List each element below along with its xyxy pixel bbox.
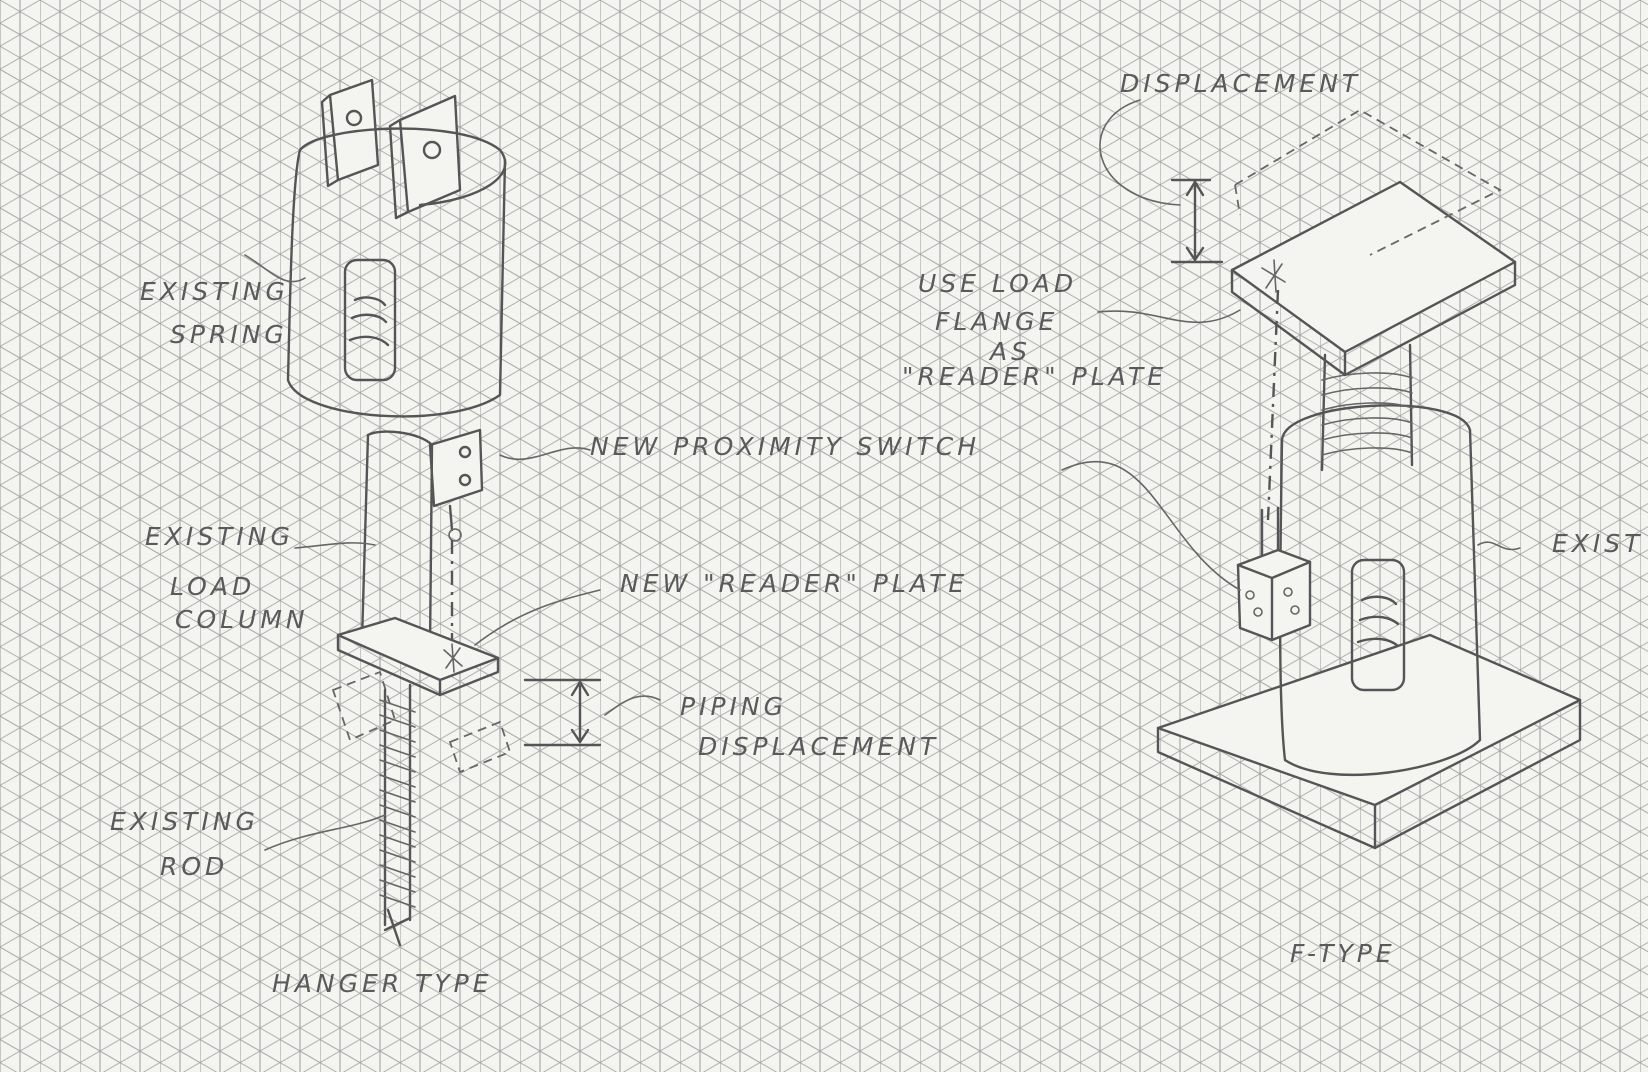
ftype-assembly [1061, 99, 1582, 850]
ftype-proximity-switch [1236, 289, 1312, 642]
leader-piping-displacement [604, 695, 661, 716]
label-existing-load-column-3: COLUMN [175, 605, 309, 634]
label-existing-spring-2: SPRING [170, 320, 288, 349]
label-existing-load-column-1: EXISTING [145, 522, 294, 551]
ftype-base-plate [1156, 633, 1582, 850]
leader-load-column [294, 542, 376, 549]
ftype-title: F-TYPE [1290, 939, 1396, 968]
ftype-threaded-column [1320, 343, 1414, 472]
ftype-displacement-dimension [1170, 178, 1224, 264]
hanger-labels: EXISTING SPRING NEW PROXIMITY SWITCH EXI… [110, 277, 980, 998]
label-new-reader-plate: NEW "READER" PLATE [620, 569, 968, 598]
spring-can [286, 127, 507, 418]
label-displacement: DISPLACEMENT [1120, 69, 1361, 98]
label-use-load-flange-3: AS [988, 337, 1031, 366]
label-existing-spring-1: EXISTING [140, 277, 289, 306]
leader-ftype-proximity-switch [1061, 461, 1241, 591]
label-existing-rod-2: ROD [160, 852, 228, 881]
leader-existing-ftype [1477, 541, 1521, 551]
hanger-assembly [244, 78, 661, 947]
label-use-load-flange-4: "READER" PLATE [902, 362, 1167, 391]
label-new-proximity-switch: NEW PROXIMITY SWITCH [590, 432, 980, 461]
label-existing-rod-1: EXISTING [110, 807, 259, 836]
leader-reader-plate [474, 589, 601, 646]
label-existing-ftype: EXIST [1552, 529, 1643, 558]
load-column [360, 430, 454, 650]
ftype-load-flange [1230, 108, 1517, 377]
label-piping-displacement-2: DISPLACEMENT [698, 732, 939, 761]
ftype-spring-window [1350, 558, 1406, 692]
ftype-labels: DISPLACEMENT USE LOAD FLANGE AS "READER"… [902, 69, 1643, 968]
hanger-reader-plate [331, 616, 512, 774]
hanger-top-lug [320, 78, 380, 188]
leader-load-flange [1097, 309, 1241, 324]
hanger-type-title: HANGER TYPE [272, 969, 493, 998]
hanger-top-lug-front [388, 94, 462, 220]
leader-displacement [1099, 99, 1181, 206]
label-existing-load-column-2: LOAD [170, 572, 255, 601]
piping-displacement-dimension [523, 678, 602, 747]
spring-window [343, 258, 397, 382]
leader-existing-spring [244, 254, 306, 283]
label-use-load-flange-1: USE LOAD [918, 269, 1077, 298]
existing-threaded-rod [379, 683, 416, 947]
label-use-load-flange-2: FLANGE [935, 307, 1058, 336]
leader-proximity-switch [499, 447, 591, 461]
label-piping-displacement-1: PIPING [680, 692, 787, 721]
leader-existing-rod [264, 814, 386, 851]
